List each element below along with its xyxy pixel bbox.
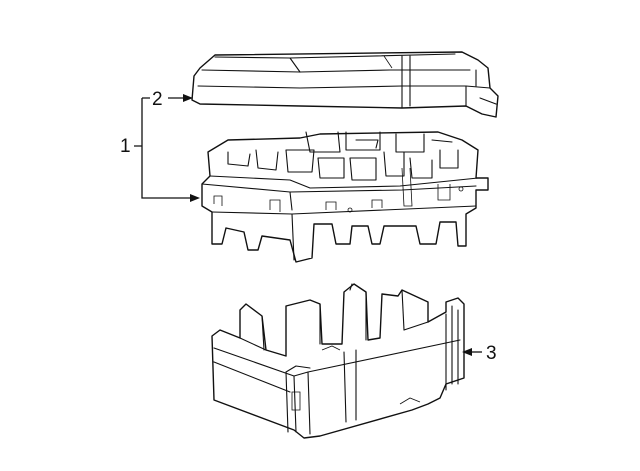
- callout-3-label: 3: [486, 343, 497, 364]
- callout-1-arrowhead: [190, 194, 200, 202]
- callout-1-label: 1: [120, 136, 131, 157]
- callout-1-group: 1: [120, 98, 200, 202]
- callout-3-group: 3: [462, 343, 497, 364]
- callout-3-arrowhead: [462, 348, 472, 356]
- callout-2-group: 2: [142, 89, 193, 110]
- callout-2-label: 2: [152, 89, 163, 110]
- callout-2-arrowhead: [183, 94, 193, 102]
- fuse-box-cover: [191, 51, 499, 118]
- callout-1-leader: [134, 98, 192, 199]
- fuse-block: [201, 131, 489, 263]
- lower-housing-tray: [211, 283, 465, 439]
